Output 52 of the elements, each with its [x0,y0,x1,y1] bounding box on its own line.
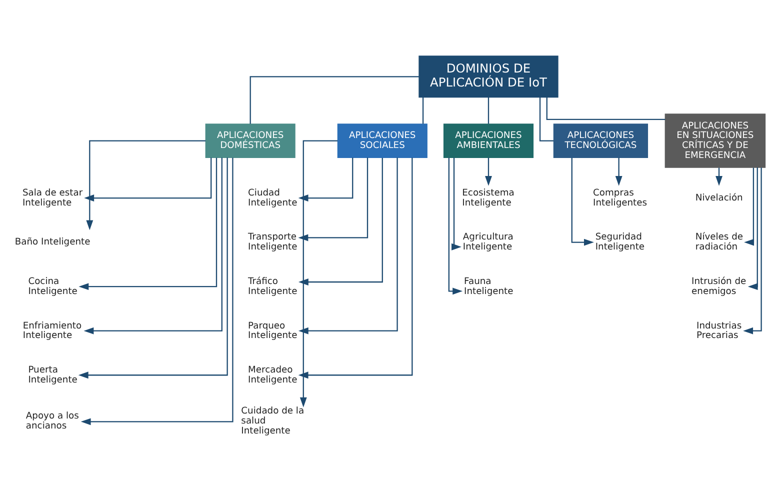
node-text: Níveles de radiación [695,232,744,252]
node-text: Seguridad Inteligente [595,232,645,252]
arrow [84,157,212,201]
node-text: Ecosistema Inteligente [462,188,514,208]
arrow [571,157,594,246]
arrow [298,157,413,378]
node-text: Cuidado de la salud Inteligente [241,406,304,436]
connector [250,76,419,124]
arrow [300,140,338,407]
arrow [744,167,754,246]
arrow [298,157,383,285]
node-text: Parqueo Inteligente [248,320,298,341]
node-text: Agricultura Inteligente [462,232,514,252]
arrow [743,167,762,334]
node-text: Apoyo a los ancianos [26,411,79,432]
node-text: Tráfico Inteligente [248,276,298,296]
connector [488,96,490,124]
arrow [80,157,234,425]
arrow [485,157,492,186]
arrow [298,157,368,241]
node-box: APLICACIONES SOCIALES [337,123,428,158]
connector [539,96,554,141]
node-text: Enfriamiento Inteligente [22,320,82,341]
arrow [448,157,463,294]
connector [422,96,424,124]
node-text: Cocina Inteligente [28,276,78,296]
arrow [298,157,398,334]
node-text: Mercadeo Inteligente [248,365,298,385]
node-box: APLICACIONES DOMÉSTICAS [205,123,296,158]
arrow [615,157,622,186]
node-box: APLICACIONES EN SITUACIONES CRÍTICAS Y DE EMERGENCIA [664,113,766,168]
arrow [78,157,228,378]
node-text: Industrias Precarias [696,320,742,341]
node-box: APLICACIONES AMBIENTALES [443,123,534,158]
node-box: DOMINIOS DE APLICACIÓN DE IoT [418,55,558,98]
node-text: Puerta Inteligente [28,365,78,385]
arrow [86,140,206,230]
node-text: Intrusión de enemigos [692,276,746,296]
node-box: APLICACIONES TECNOLÓGICAS [553,123,648,158]
node-text: Sala de estar Inteligente [22,188,83,208]
connector [546,96,666,120]
arrow [84,157,222,334]
arrow [298,157,354,201]
arrow [452,157,462,250]
arrow [748,167,758,290]
arrow [78,157,218,290]
node-text: Ciudad Inteligente [248,188,298,208]
node-text: Nivelación [695,192,743,203]
node-text: Compras Inteligentes [593,188,648,208]
node-text: Transporte Inteligente [248,232,298,252]
node-text: Baño Inteligente [14,237,90,248]
node-text: Fauna Inteligente [464,276,514,296]
